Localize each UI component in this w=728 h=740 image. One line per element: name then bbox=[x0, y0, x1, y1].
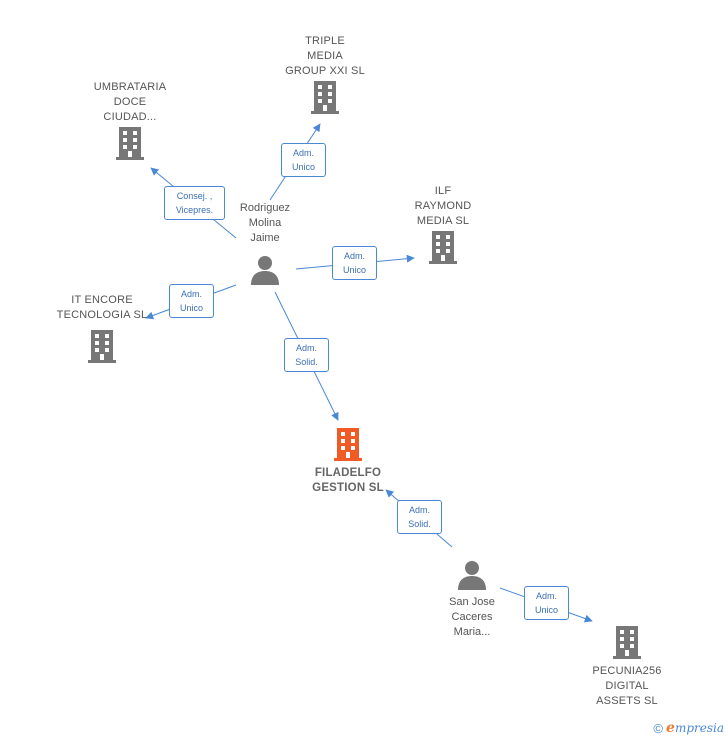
person-icon bbox=[458, 561, 486, 590]
edge-label-rodriguez-triple: Adm. Unico bbox=[281, 143, 326, 177]
company-label: TRIPLE MEDIA GROUP XXI SL bbox=[285, 35, 365, 77]
company-label: IT ENCORE TECNOLOGIA SL bbox=[56, 294, 148, 321]
building-icon bbox=[88, 330, 116, 363]
company-node-filadelfo-focus[interactable]: FILADELFO GESTION SL bbox=[288, 426, 408, 496]
edge-label-rodriguez-umbrataria: Consej. , Vicepres. bbox=[164, 186, 225, 220]
company-node-triple-media[interactable]: TRIPLE MEDIA GROUP XXI SL bbox=[265, 34, 385, 115]
edge-label-rodriguez-ilf: Adm. Unico bbox=[332, 246, 377, 280]
copyright-symbol: © bbox=[653, 720, 664, 736]
building-icon bbox=[334, 428, 362, 461]
edge-label-sanjose-pecunia: Adm. Unico bbox=[524, 586, 569, 620]
brand-watermark: © empresia bbox=[653, 720, 724, 736]
company-node-umbrataria[interactable]: UMBRATARIA DOCE CIUDAD... bbox=[70, 80, 190, 161]
company-label: UMBRATARIA DOCE CIUDAD... bbox=[93, 81, 167, 123]
person-node-san-jose[interactable]: San Jose Caceres Maria... bbox=[422, 559, 522, 640]
person-label: San Jose Caceres Maria... bbox=[449, 596, 495, 638]
building-icon bbox=[613, 626, 641, 659]
company-label: FILADELFO GESTION SL bbox=[312, 467, 384, 494]
building-icon bbox=[429, 231, 457, 264]
brand-logo: empresia bbox=[666, 720, 724, 736]
edge-label-rodriguez-itencore: Adm. Unico bbox=[169, 284, 214, 318]
building-icon bbox=[311, 81, 339, 114]
company-label: ILF RAYMOND MEDIA SL bbox=[414, 185, 472, 227]
company-label: PECUNIA256 DIGITAL ASSETS SL bbox=[592, 665, 662, 707]
company-node-ilf-raymond[interactable]: ILF RAYMOND MEDIA SL bbox=[383, 184, 503, 265]
person-icon bbox=[251, 256, 279, 285]
edge-label-sanjose-filadelfo: Adm. Solid. bbox=[397, 500, 442, 534]
edge-label-rodriguez-filadelfo: Adm. Solid. bbox=[284, 338, 329, 372]
person-label: Rodriguez Molina Jaime bbox=[239, 202, 291, 244]
company-node-it-encore[interactable]: IT ENCORE TECNOLOGIA SL bbox=[40, 293, 164, 364]
person-node-rodriguez[interactable]: Rodriguez Molina Jaime bbox=[215, 201, 315, 286]
company-node-pecunia256[interactable]: PECUNIA256 DIGITAL ASSETS SL bbox=[567, 624, 687, 709]
building-icon bbox=[116, 127, 144, 160]
